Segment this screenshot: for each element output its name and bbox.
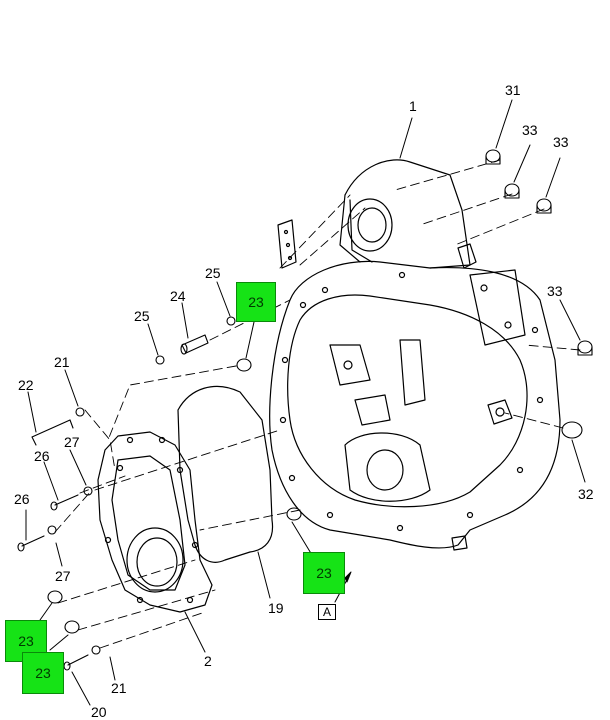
gasket [177,385,274,563]
part-label-27-a: 27 [64,434,80,450]
part-label-33-c: 33 [547,283,563,299]
part-label-31: 31 [505,82,521,98]
part-label-32: 32 [578,486,594,502]
part-label-24: 24 [170,288,186,304]
highlight-part-23-left-lower[interactable]: 23 [22,652,64,694]
part-label-26-b: 26 [14,491,30,507]
part-label-33-a: 33 [522,122,538,138]
part-label-27-b: 27 [55,568,71,584]
part-label-19: 19 [268,600,284,616]
fasteners [17,149,593,671]
view-callout-box: A [318,604,336,620]
part-label-22: 22 [18,377,34,393]
highlight-part-23-center[interactable]: 23 [303,552,345,594]
part-label-2: 2 [204,653,212,669]
part-label-21-a: 21 [54,354,70,370]
flywheel-housing [269,159,561,551]
assembly-lines [54,159,581,649]
cover-plate [97,431,213,613]
part-label-20: 20 [91,704,107,720]
part-label-25-a: 25 [205,265,221,281]
part-label-21-b: 21 [111,680,127,696]
part-label-26-a: 26 [34,448,50,464]
highlight-part-23-top[interactable]: 23 [236,282,276,322]
leader-lines [25,99,586,706]
part-label-1: 1 [409,98,417,114]
part-label-25-b: 25 [134,308,150,324]
part-label-33-b: 33 [553,134,569,150]
